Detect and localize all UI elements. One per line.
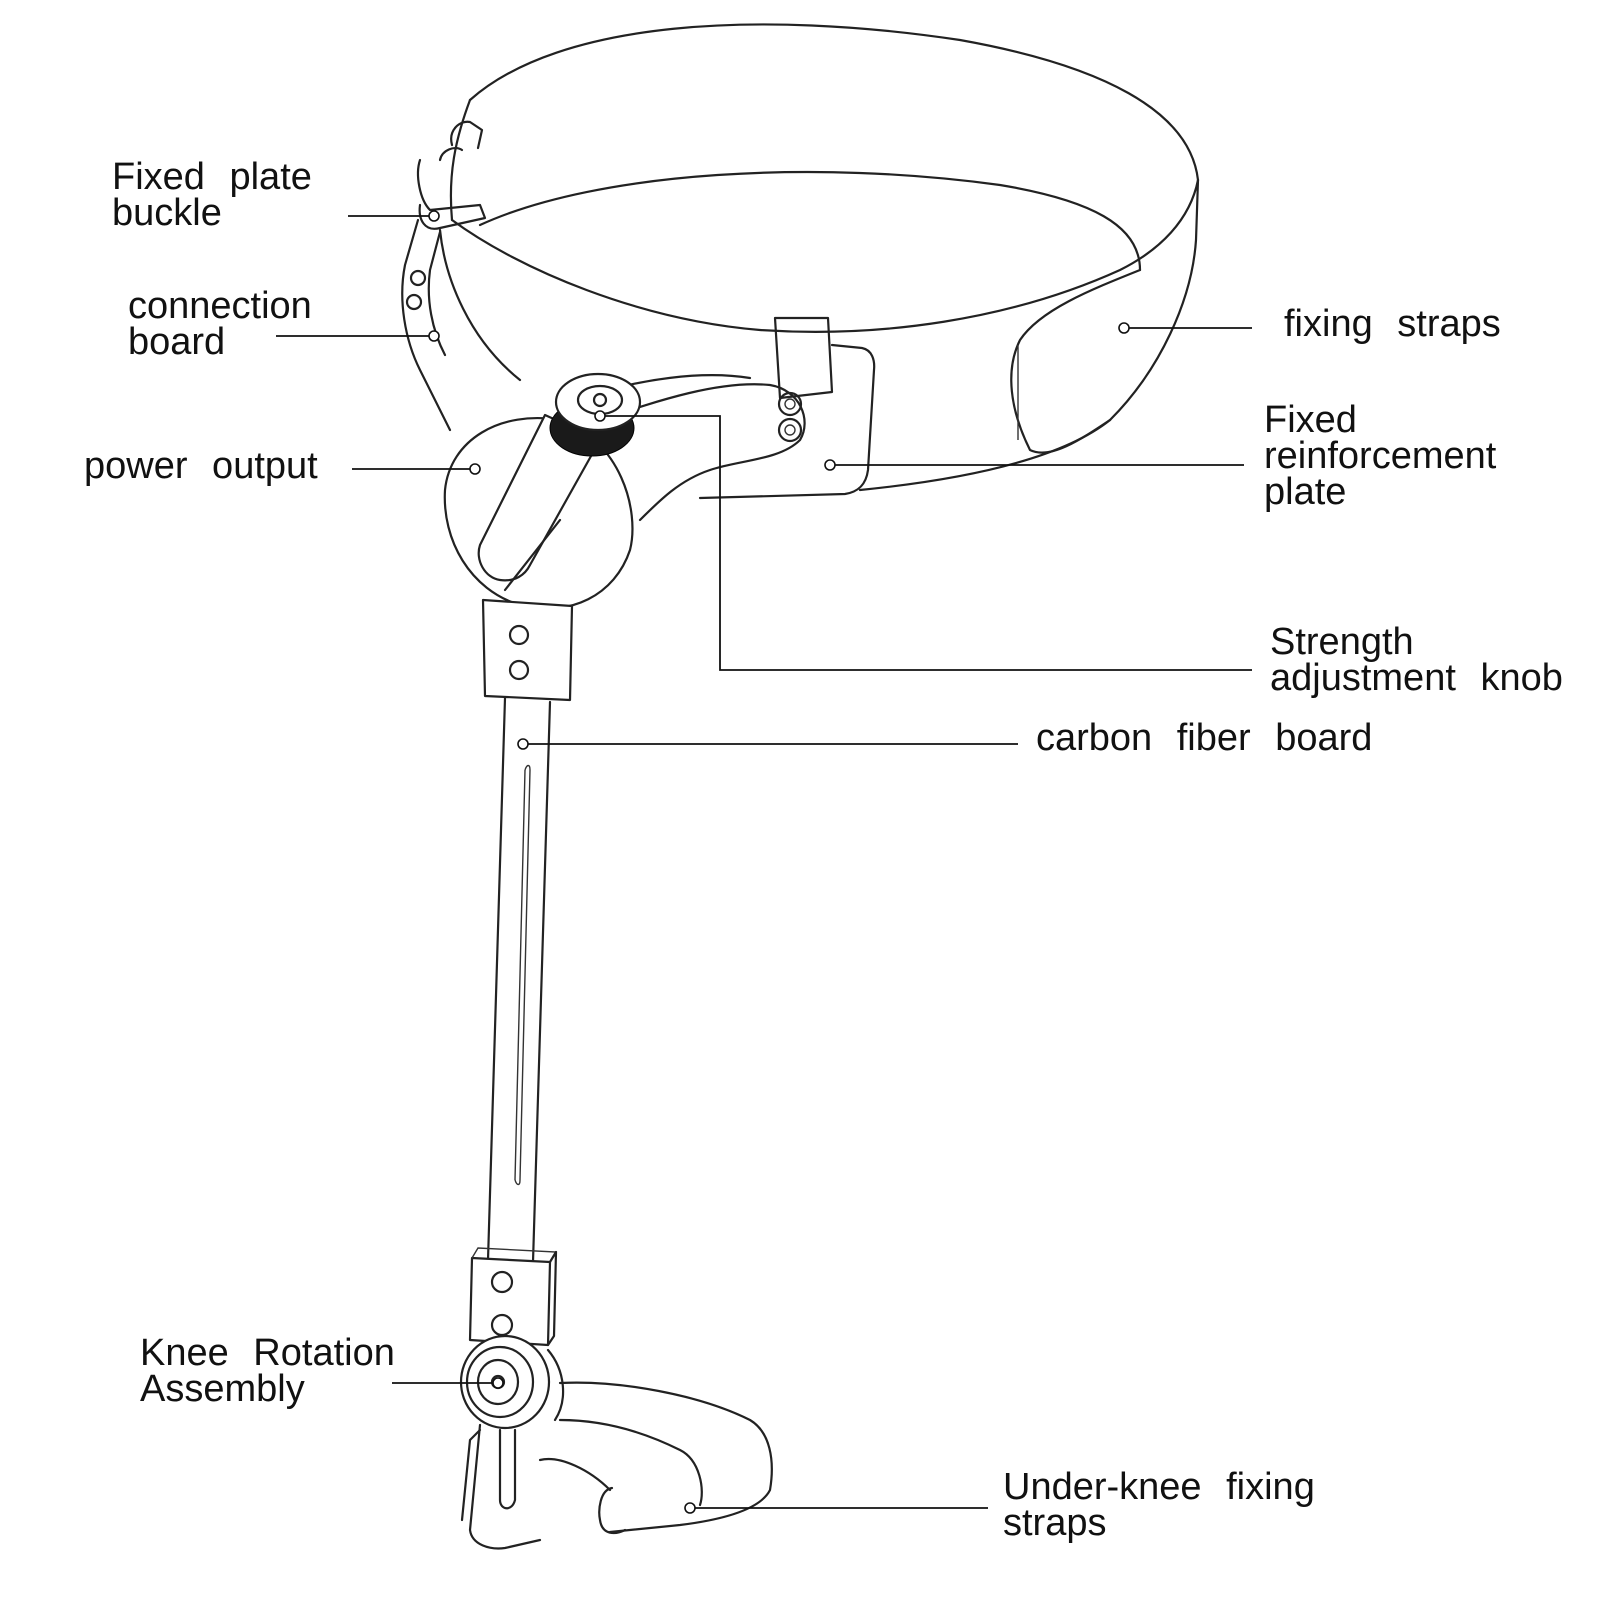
under-knee-strap-part (538, 1381, 773, 1535)
anchor-under-knee-fixing-straps (684, 1502, 696, 1514)
label-fixed-plate-buckle: Fixed plate buckle (112, 156, 336, 234)
carbon-fiber-board-part (481, 598, 574, 1264)
label-power-output: power output (84, 445, 318, 487)
anchor-carbon-fiber-board (517, 738, 529, 750)
reinforcement-plate-part (698, 316, 876, 500)
leader-strength-adjustment-knob (600, 415, 1252, 671)
anchor-knee-rotation-assembly (492, 1377, 504, 1389)
label-carbon-fiber-board: carbon fiber board (1036, 717, 1372, 759)
strength-adjustment-knob-part (477, 372, 642, 592)
connection-board-part (401, 218, 452, 432)
label-connection-board: connection board (128, 285, 336, 363)
label-knee-rotation-assembly: Knee Rotation Assembly (140, 1332, 419, 1410)
leader-lines (276, 210, 1252, 1514)
fixed-plate-buckle (416, 120, 487, 230)
anchor-power-output (469, 463, 481, 475)
brace-illustration (401, 23, 1200, 1550)
anchor-connection-board (428, 330, 440, 342)
anchor-fixed-reinforcement-plate (824, 459, 836, 471)
waist-belt (438, 23, 1200, 492)
callout-labels: Fixed plate buckle connection board powe… (84, 156, 1563, 1544)
anchor-strength-adjustment-knob (594, 410, 606, 422)
knee-rotation-assembly-part (459, 1247, 565, 1550)
label-fixed-reinforcement-plate: Fixed reinforcement plate (1264, 399, 1521, 513)
label-fixing-straps: fixing straps (1284, 303, 1501, 345)
anchor-fixed-plate-buckle (428, 210, 440, 222)
label-under-knee-fixing-straps: Under-knee fixing straps (1003, 1466, 1339, 1544)
anchor-fixing-straps (1118, 322, 1130, 334)
label-strength-adjustment-knob: Strength adjustment knob (1270, 621, 1563, 699)
